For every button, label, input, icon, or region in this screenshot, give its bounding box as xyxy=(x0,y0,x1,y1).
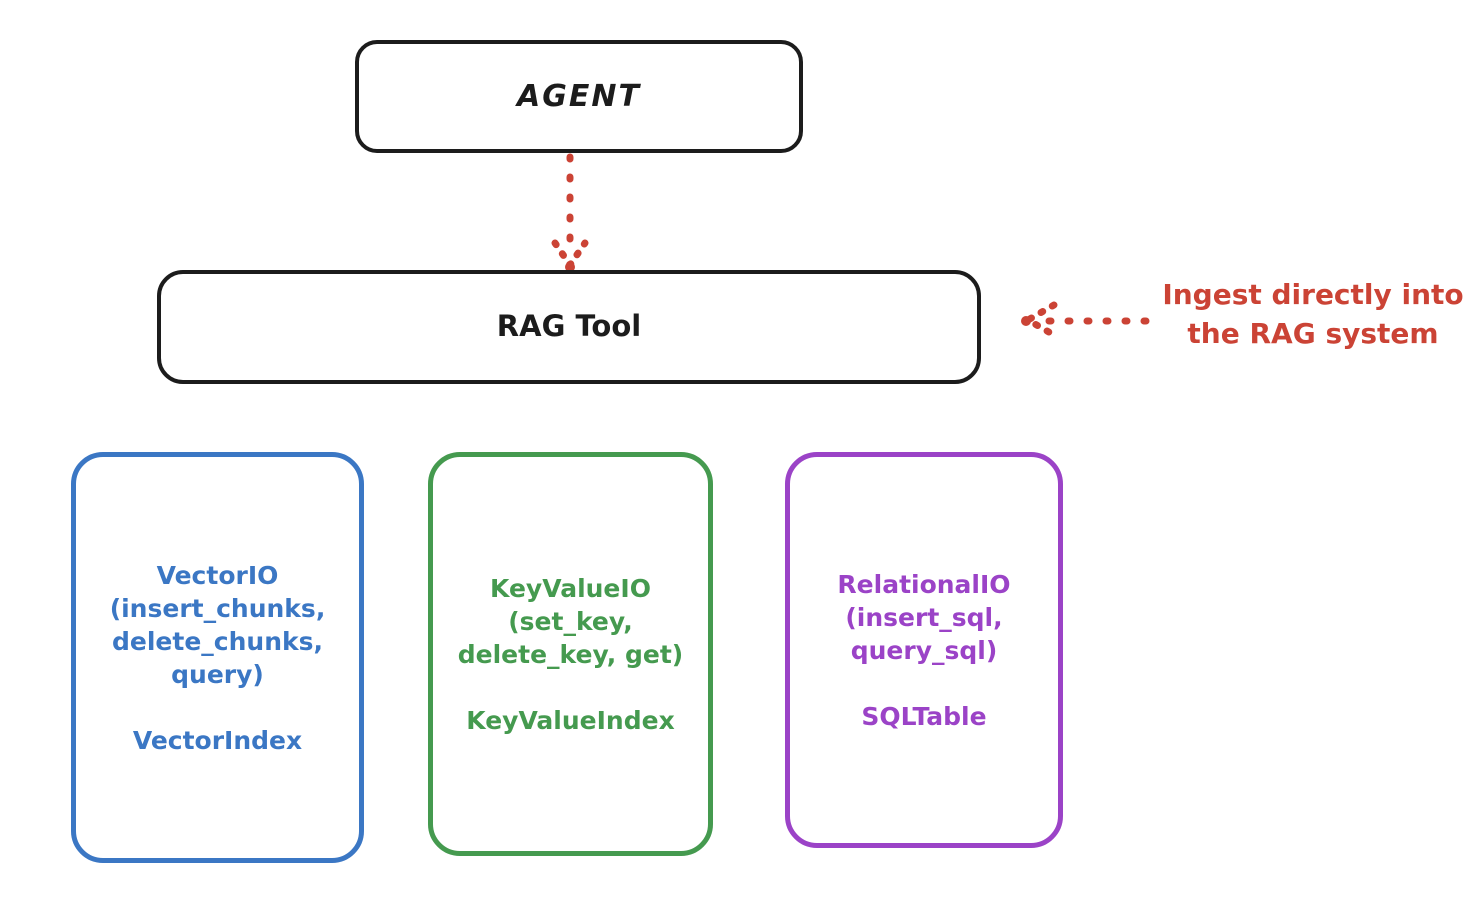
key-value-io-node[interactable]: KeyValueIO (set_key, delete_key, get) Ke… xyxy=(428,452,713,856)
rag-tool-node[interactable]: RAG Tool xyxy=(157,270,981,384)
agent-to-rag-tool-arrow xyxy=(551,153,589,272)
vector-io-node[interactable]: VectorIO (insert_chunks, delete_chunks, … xyxy=(71,452,364,863)
agent-node-label: AGENT xyxy=(517,79,641,114)
vector-io-node-label: VectorIO (insert_chunks, delete_chunks, … xyxy=(109,560,326,755)
ingest-annotation-arrow xyxy=(1021,301,1150,339)
rag-tool-node-label: RAG Tool xyxy=(496,309,642,344)
key-value-io-node-label: KeyValueIO (set_key, delete_key, get) Ke… xyxy=(457,573,684,735)
agent-node[interactable]: AGENT xyxy=(355,40,803,153)
relational-io-node[interactable]: RelationalIO (insert_sql, query_sql) SQL… xyxy=(785,452,1063,848)
relational-io-node-label: RelationalIO (insert_sql, query_sql) SQL… xyxy=(837,569,1011,731)
ingest-annotation-label: Ingest directly into the RAG system xyxy=(1162,278,1464,350)
